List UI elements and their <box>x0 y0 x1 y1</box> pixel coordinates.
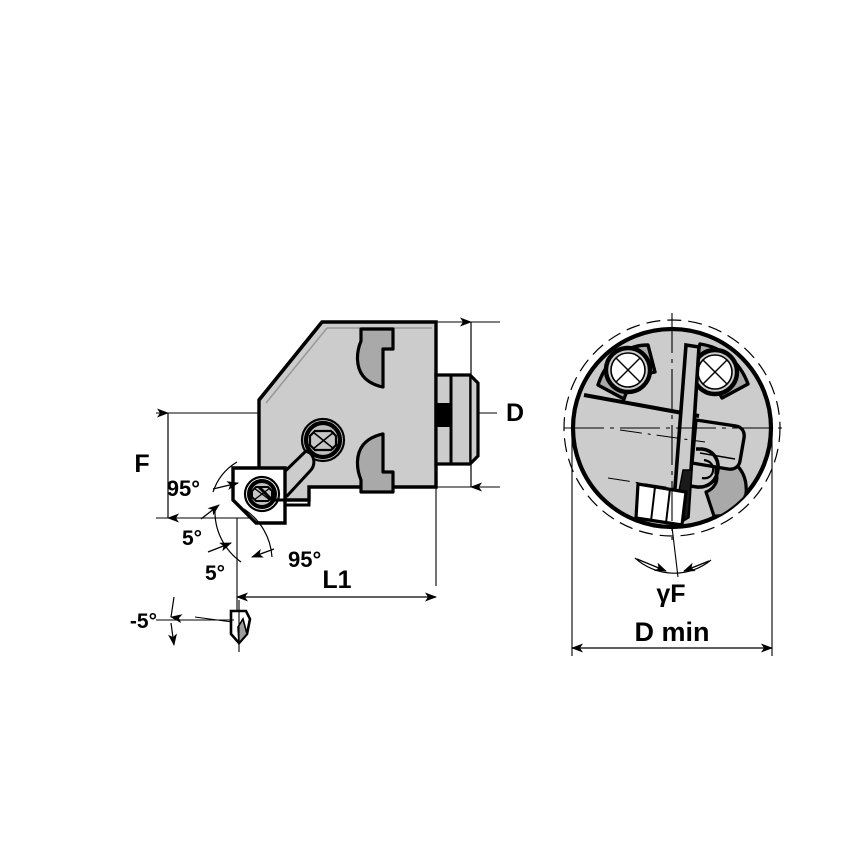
angle-95-lower-arc <box>243 508 273 558</box>
Dmin-label: D min <box>634 617 709 647</box>
clamp-screw-upper-cross-b <box>312 431 335 450</box>
clamp-screw-upper-outer-ring <box>300 417 346 463</box>
front-clamp-hook <box>689 447 720 489</box>
insert-screw-cross-b <box>253 487 271 501</box>
front-screw-left-cross-b <box>615 357 641 383</box>
front-insert-edge-b <box>665 488 671 524</box>
front-view-group: γF D min <box>563 313 782 656</box>
angle-minus5-label: -5° <box>130 610 157 633</box>
body-bevel-chamfer <box>265 327 328 404</box>
angle-95-lower-label: 95° <box>288 547 321 572</box>
angle-5-lower-arc <box>214 508 242 563</box>
front-construction-line-b <box>607 477 679 490</box>
front-insert-edge-a <box>650 486 656 522</box>
upper-chip-pocket <box>355 327 395 389</box>
insert-screw <box>243 475 281 513</box>
front-construction-line-a <box>619 429 706 443</box>
front-screw-left <box>603 345 653 395</box>
angle-5-lower-label: 5° <box>205 562 225 585</box>
gamma-F-axis-line <box>671 526 679 578</box>
gamma-F-label: γF <box>656 580 685 608</box>
gamma-F-arrow-left <box>636 558 667 572</box>
angle-95-upper-label: 95° <box>167 476 200 501</box>
flange-keyway <box>436 403 451 427</box>
L1-label: L1 <box>322 566 351 594</box>
angle-95-upper-leader <box>212 481 239 490</box>
gamma-F-arc <box>634 557 712 574</box>
D-label: D <box>506 399 524 427</box>
dimension-D: D <box>436 317 524 492</box>
clamp-screw-upper <box>300 417 346 463</box>
lower-chip-pocket <box>355 432 395 494</box>
front-screw-right-cross-b <box>702 359 728 385</box>
coupling-flange <box>434 373 480 466</box>
rake-detail-view: -5° <box>130 596 252 652</box>
rake-detail-angle-line <box>194 616 233 623</box>
gamma-F-arrow-right <box>683 560 710 572</box>
angle-5-upper-leader <box>200 504 220 520</box>
rake-detail-arrow-top <box>170 596 183 624</box>
body-bevel-edge <box>257 320 324 402</box>
side-view-group: F D L1 95° 5° 5° <box>130 317 524 652</box>
body-lower-chamfer <box>257 485 285 502</box>
rake-detail-arrow-bottom <box>168 622 177 646</box>
dimension-L1: L1 <box>236 487 437 625</box>
front-clamp-hook-inner <box>701 458 715 480</box>
dimension-Dmin: D min <box>571 420 773 656</box>
angle-callouts: 95° 5° 5° 95° <box>167 461 321 585</box>
F-label: F <box>134 450 149 478</box>
front-insert <box>634 482 688 527</box>
angle-95-lower-leader <box>251 548 275 558</box>
angle-5-upper-label: 5° <box>182 527 202 550</box>
insert-screw-outer-ring <box>243 475 281 513</box>
dimension-gammaF: γF <box>634 557 712 608</box>
body-lower-step <box>285 487 311 507</box>
front-clamp-bracket-edge <box>699 452 736 460</box>
angle-5-lower-leader <box>207 542 232 553</box>
